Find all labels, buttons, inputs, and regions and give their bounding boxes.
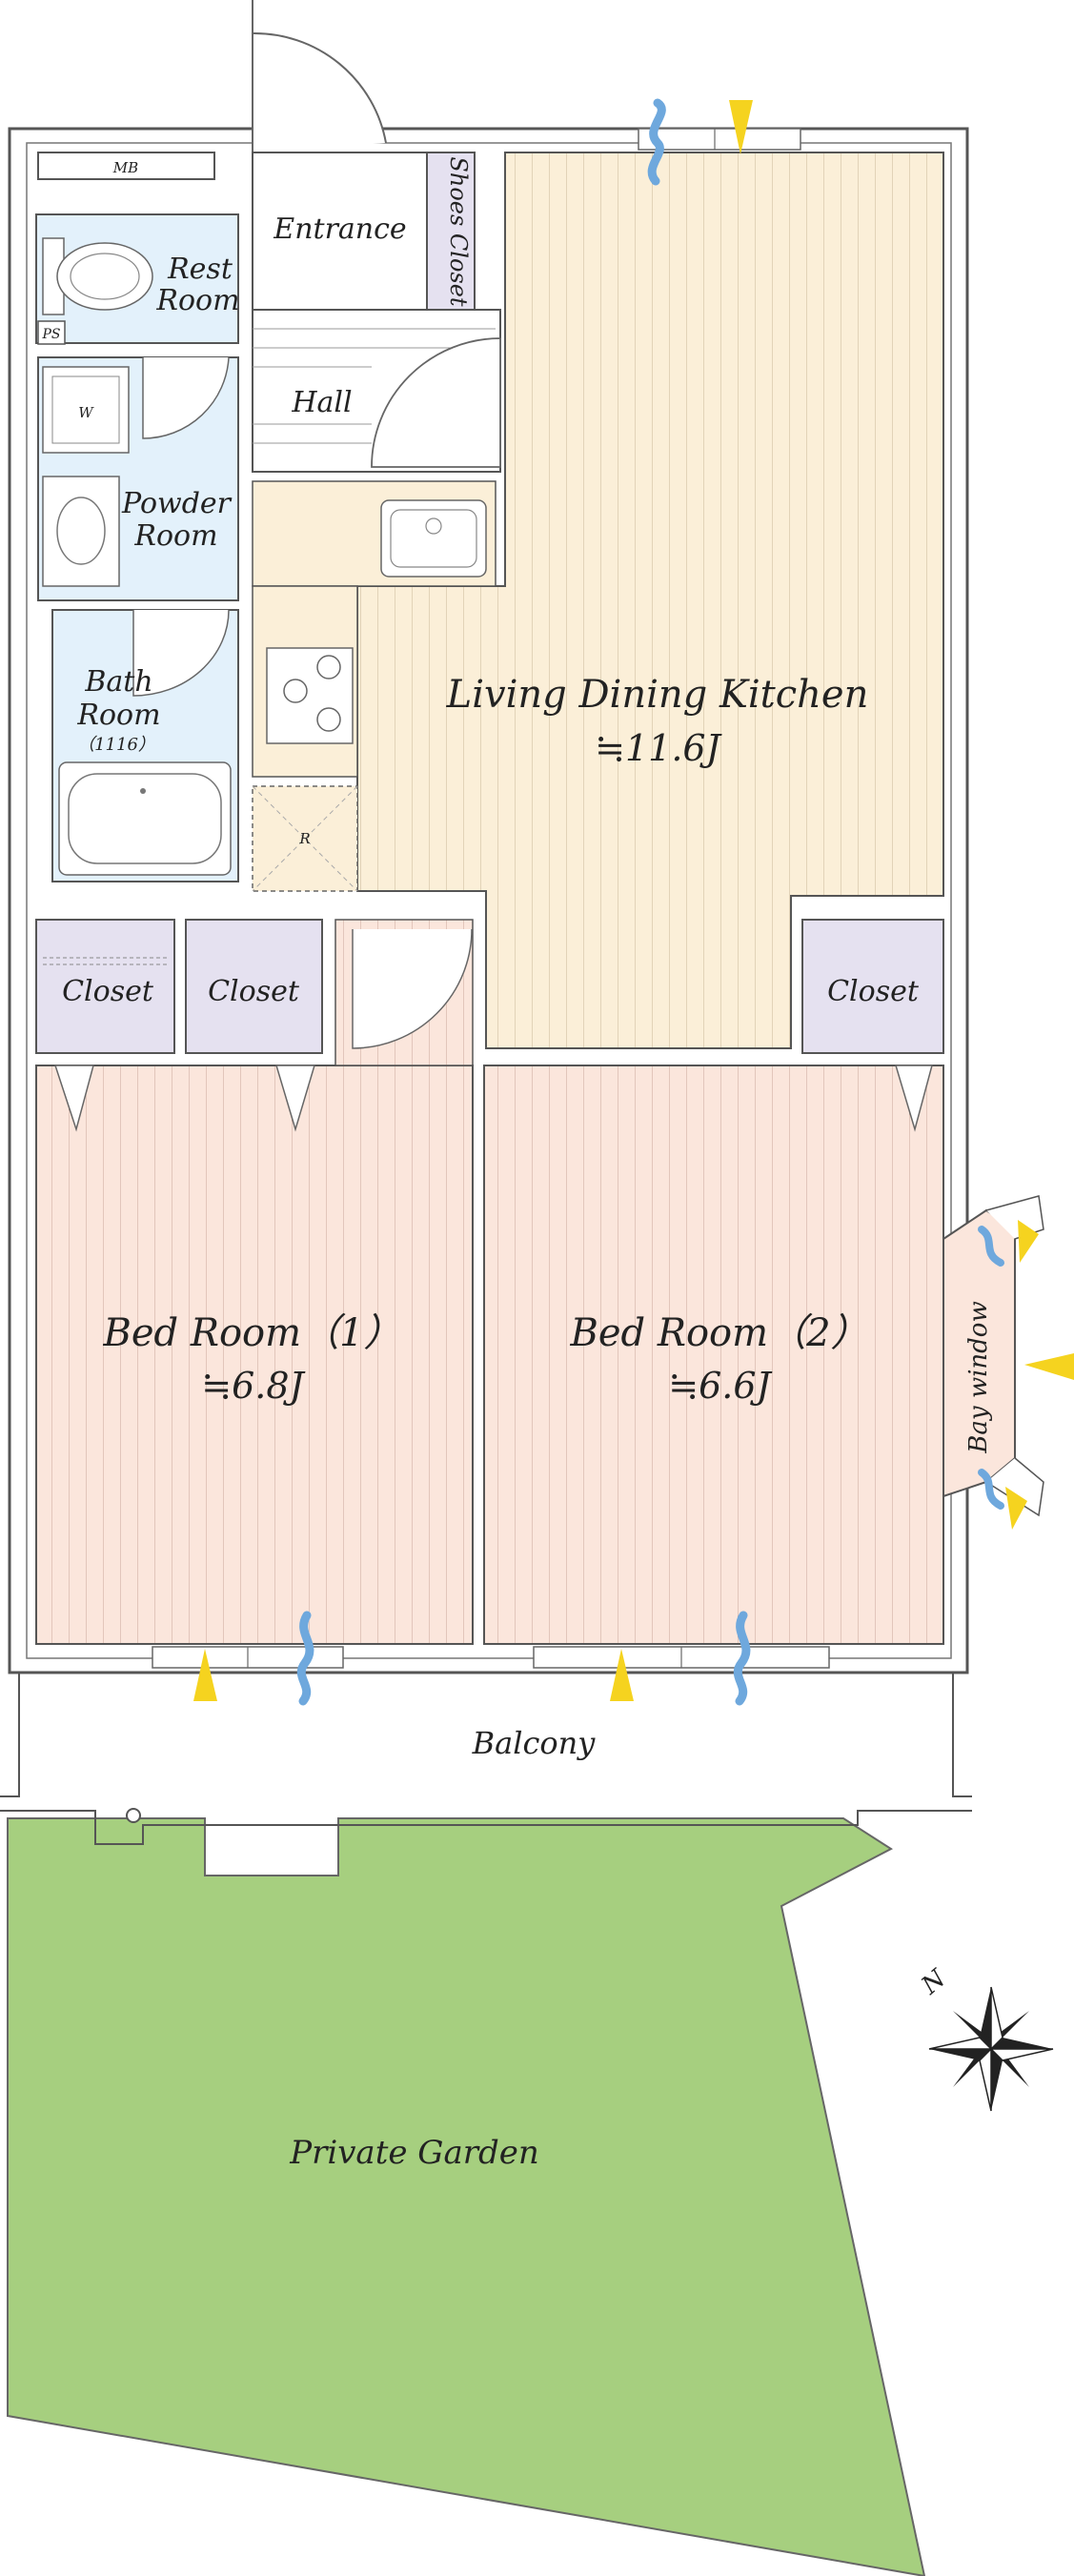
ps-box [37,320,66,345]
refrigerator-label: R [298,830,310,847]
bath-room-label-1: Bath [84,665,152,699]
shoes-closet [426,152,476,311]
ldk-size-label: ≒11.6J [595,727,721,769]
powder-room-label-1: Powder [121,487,233,520]
bath-room-label-2: Room [76,699,160,732]
bay-window-label: Bay window [964,1301,993,1453]
compass-north-label: N [916,1963,952,2000]
entrance-label: Entrance [273,213,406,246]
light-icon-bed1 [193,1649,217,1701]
breeze-icon-top [647,98,666,186]
mb-label: MB [112,159,138,176]
bathtub-icon [58,761,232,876]
shoes-closet-label: Shoes Closet [445,156,472,307]
bed-room-2 [483,1065,944,1645]
front-door [252,0,387,152]
breeze-icon-bed2 [733,1611,751,1706]
closet-left-b-label: Closet [208,975,300,1008]
kitchen-sink-icon [380,499,487,578]
closet-left-a-label: Closet [62,975,154,1008]
bath-size-label: （1116） [77,735,155,755]
washer-space [42,366,130,454]
mb-box [37,152,215,180]
stove-icon [266,647,354,744]
powder-room-label-2: Room [133,519,217,553]
ps-label: PS [41,327,60,342]
refrigerator-space [252,785,358,892]
garden-label: Private Garden [289,2134,539,2172]
sink-icon [42,476,120,587]
light-icon-bed2 [610,1649,634,1701]
toilet-icon [42,237,153,315]
rest-room-label-2: Room [155,284,239,317]
bed-room-1-size: ≒6.8J [201,1365,305,1407]
bed-room-2-label: Bed Room（2） [569,1311,868,1355]
windows [152,128,830,1669]
bed-room-1-label: Bed Room（1） [102,1311,401,1355]
light-icon-bay [1005,1220,1074,1530]
washer-label: W [78,404,94,421]
balcony-label: Balcony [472,1725,597,1761]
hall-steps [253,328,496,444]
balcony: Balcony [0,1673,972,1845]
private-garden-area [7,1817,926,2576]
rest-room-label-1: Rest [167,253,233,286]
bed-room-1 [35,1065,474,1645]
hall-label: Hall [291,386,352,419]
closet-right [801,919,944,1054]
closet-right-label: Closet [827,975,920,1008]
breeze-icon-bed1 [296,1611,314,1706]
ldk-label: Living Dining Kitchen [446,673,869,717]
bed-room-2-size: ≒6.6J [668,1365,772,1407]
light-icon-top [729,100,753,154]
compass-icon [928,1986,1054,2112]
closet-left-b [185,919,323,1054]
closet-left-a [35,919,175,1054]
breeze-icon-bay [978,1226,1004,1510]
entrance-area [252,152,428,311]
